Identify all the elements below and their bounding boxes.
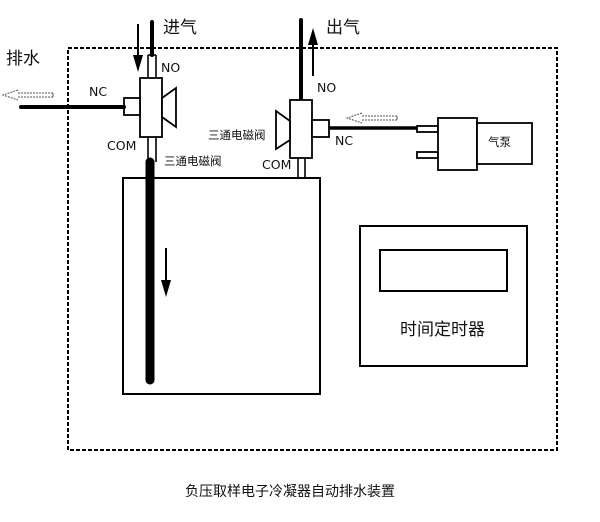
drain-label: 排水	[6, 49, 40, 69]
outlet-valve-name-label: 三通电磁阀	[208, 128, 266, 142]
inlet-valve-com-label: COM	[107, 138, 137, 153]
outlet-valve-com-label: COM	[262, 157, 292, 172]
diagram-caption: 负压取样电子冷凝器自动排水装置	[185, 484, 395, 500]
inlet-valve-solenoid-icon	[161, 86, 177, 129]
air-out-label: 出气	[326, 18, 360, 38]
inlet-valve-name-label: 三通电磁阀	[164, 154, 222, 168]
outlet-valve-nc-label: NC	[335, 133, 354, 148]
enclosure-boundary	[67, 47, 558, 451]
drain-flow-arrow-icon	[1, 89, 54, 101]
inlet-valve-no-port	[147, 54, 157, 78]
condensate-flow-arrow-icon	[161, 248, 171, 297]
timer-box	[359, 225, 528, 367]
outlet-valve-nc-port	[311, 119, 330, 138]
outlet-flow-arrow-icon	[308, 28, 318, 76]
inlet-valve-nc-label: NC	[89, 84, 108, 99]
outlet-valve-no-label: NO	[317, 80, 337, 95]
outlet-valve-solenoid-icon	[275, 109, 291, 151]
inlet-valve-no-label: NO	[161, 60, 181, 75]
pump-flow-arrow-icon	[345, 112, 398, 124]
inlet-valve-nc-port	[123, 97, 141, 116]
air-in-label: 进气	[163, 18, 197, 38]
outlet-valve-com-port	[297, 158, 306, 178]
inlet-valve-body	[139, 77, 163, 138]
timer-display	[379, 249, 508, 292]
inlet-valve-com-port	[147, 137, 157, 162]
condenser-container	[122, 177, 321, 395]
air-pump-icon	[416, 117, 533, 171]
outlet-valve-body	[289, 99, 313, 159]
pump-label: 气泵	[488, 135, 511, 149]
timer-label: 时间定时器	[400, 320, 485, 340]
inlet-flow-arrow-icon	[133, 24, 143, 72]
